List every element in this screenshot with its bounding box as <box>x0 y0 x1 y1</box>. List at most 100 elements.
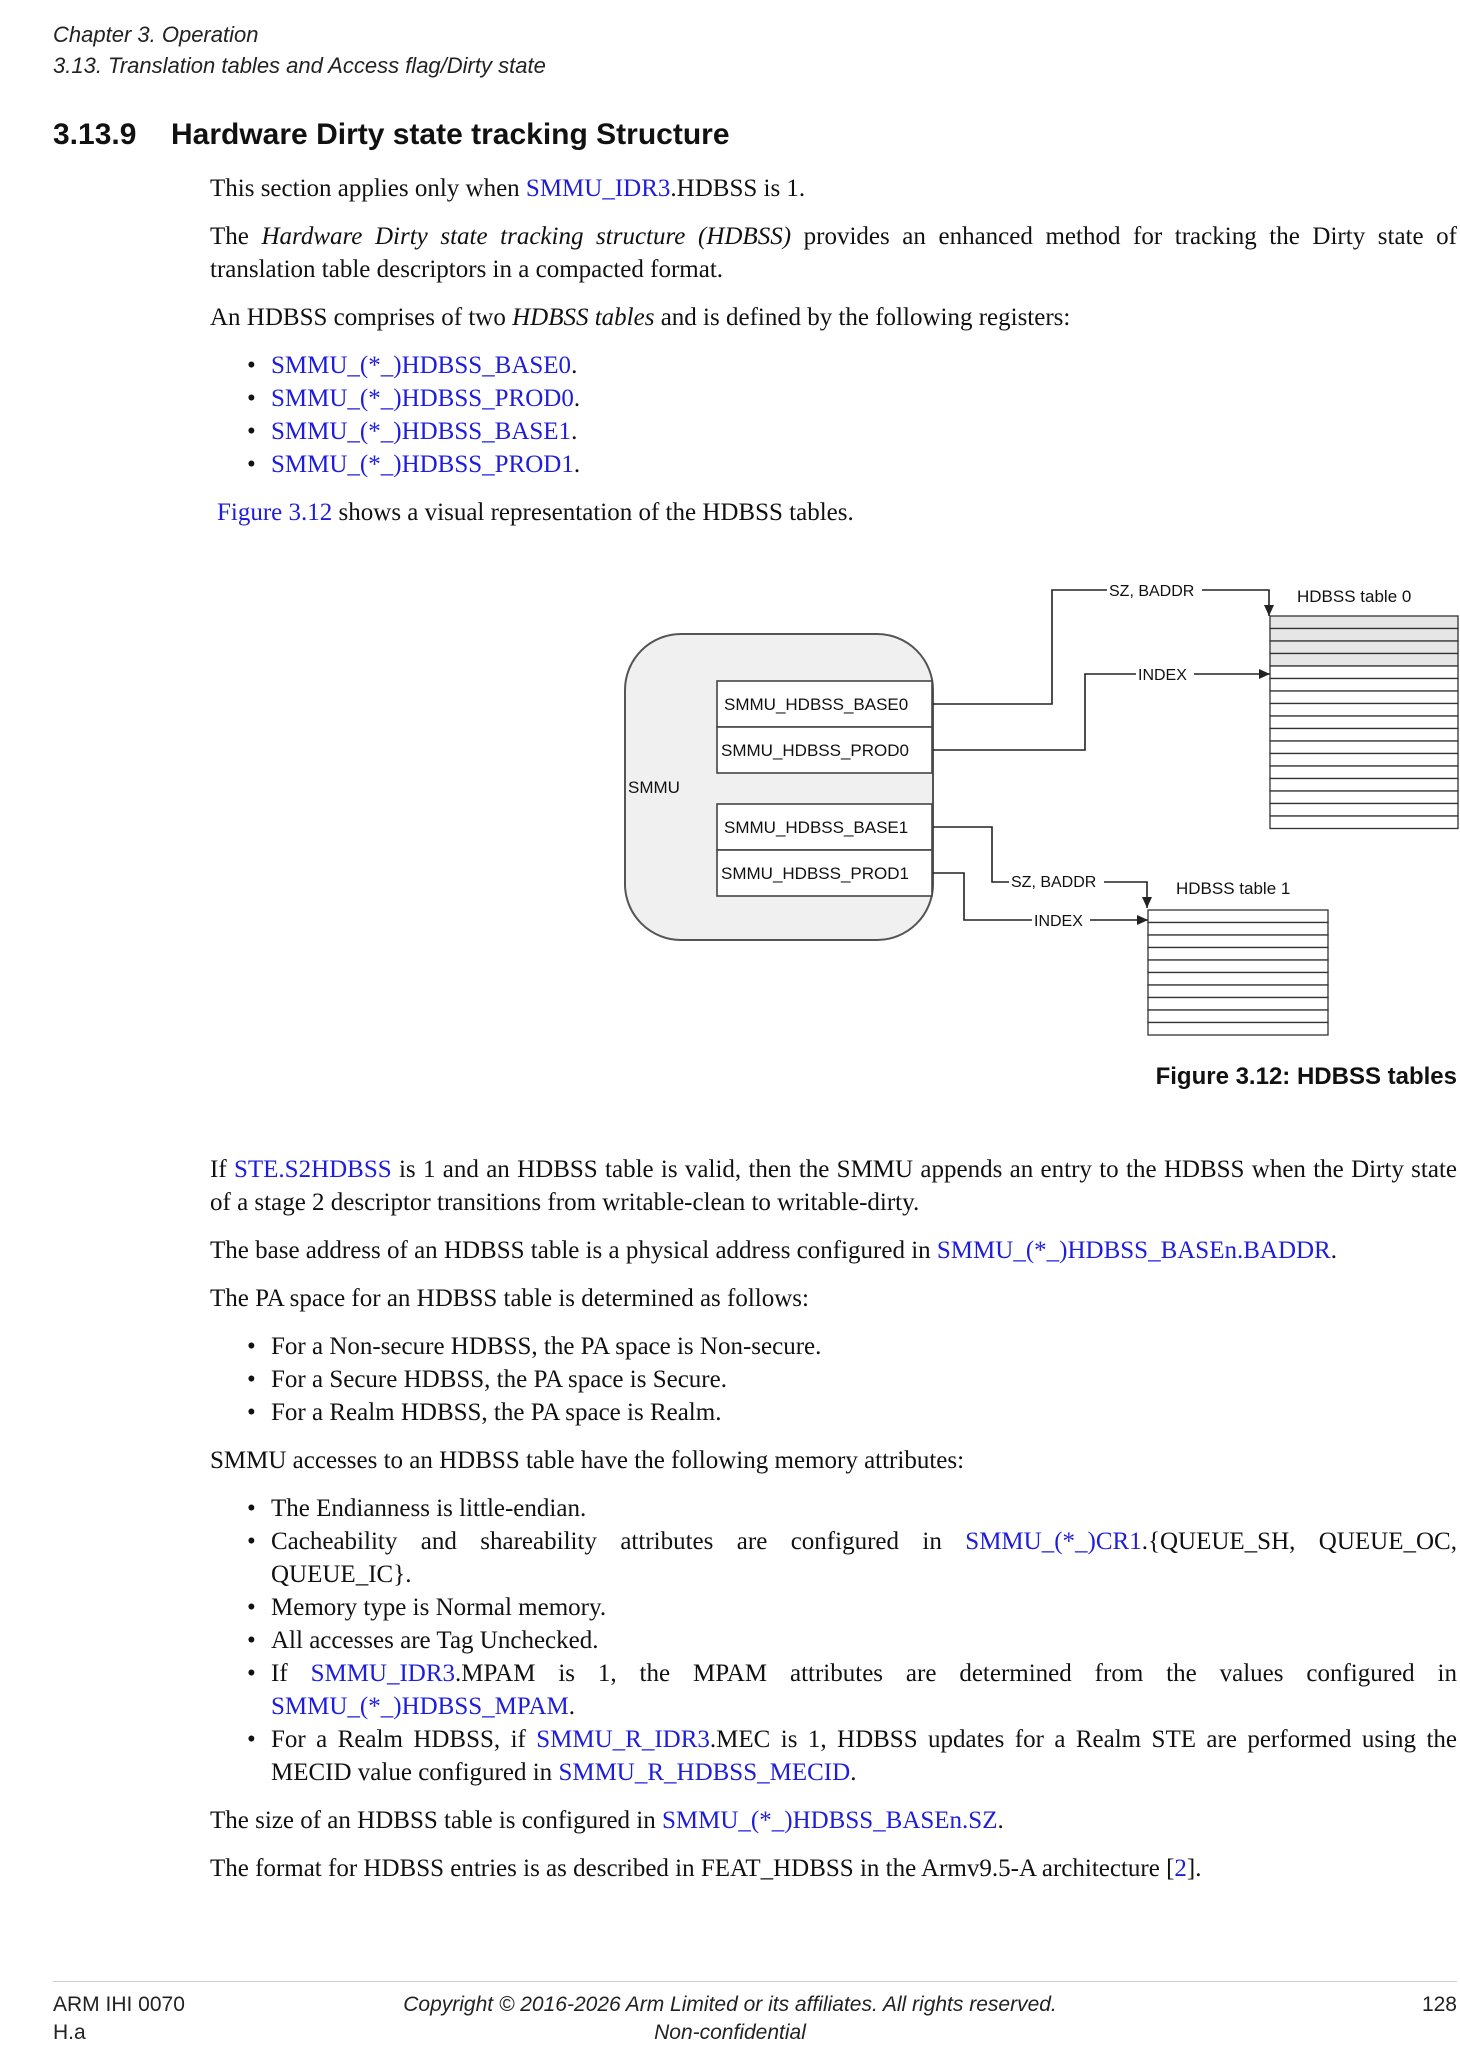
table-row <box>1269 727 1459 742</box>
register-box-base1 <box>716 803 933 851</box>
table-size-paragraph: The size of an HDBSS table is configured… <box>210 1807 1004 1834</box>
table-row <box>1269 740 1459 755</box>
details-block: If STE.S2HDBSS is 1 and an HDBSS table i… <box>210 1153 1457 1885</box>
table-row <box>1269 665 1459 680</box>
table-row <box>1269 677 1459 692</box>
prod0-to-table0-connector <box>933 669 1270 751</box>
smmu-idr3-link[interactable]: SMMU_IDR3 <box>525 175 671 202</box>
footer-rule <box>53 1981 1457 1982</box>
table1-index-label: INDEX <box>1034 913 1083 930</box>
table-row <box>1269 815 1459 830</box>
register-link-base0[interactable]: SMMU_(*_)HDBSS_BASE0 <box>271 352 572 379</box>
section-title: Hardware Dirty state tracking Structure <box>171 118 730 151</box>
memory-attributes-list: The Endianness is little-endian. Cacheab… <box>210 1492 1457 1789</box>
table-row <box>1269 790 1459 805</box>
list-item: For a Realm HDBSS, if SMMU_R_IDR3.MEC is… <box>210 1723 1457 1789</box>
smmu-r-idr3-link[interactable]: SMMU_R_IDR3 <box>536 1726 710 1753</box>
running-header-section: 3.13. Translation tables and Access flag… <box>53 53 546 78</box>
footer-copyright: Copyright © 2016-2026 Arm Limited or its… <box>403 1993 1057 2016</box>
table-row <box>1269 702 1459 717</box>
hdbss-table-1-label: HDBSS table 1 <box>1176 879 1290 898</box>
table-row <box>1269 627 1459 642</box>
smmu-r-hdbss-mecid-link[interactable]: SMMU_R_HDBSS_MECID <box>558 1759 851 1786</box>
ste-s2hdbss-link[interactable]: STE.S2HDBSS <box>233 1156 392 1183</box>
table-row <box>1269 777 1459 792</box>
register-base1-label: SMMU_HDBSS_BASE1 <box>724 818 908 837</box>
table1-sz-baddr-label: SZ, BADDR <box>1011 874 1096 891</box>
section-heading: 3.13.9 Hardware Dirty state tracking Stru… <box>53 118 730 152</box>
footer-page-number: 128 <box>1421 1993 1457 2016</box>
table-row <box>1147 934 1329 949</box>
table-row <box>1147 996 1329 1011</box>
register-box-prod1 <box>716 849 933 897</box>
hdbss-definition-paragraph: The Hardware Dirty state tracking struct… <box>210 223 1458 283</box>
entry-format-paragraph: The format for HDBSS entries is as descr… <box>210 1855 1202 1882</box>
list-item: If SMMU_IDR3.MPAM is 1, the MPAM attribu… <box>210 1657 1457 1723</box>
smmu-cr1-link[interactable]: SMMU_(*_)CR1 <box>965 1528 1142 1555</box>
table-row <box>1147 971 1329 986</box>
figure-reference-paragraph: Figure 3.12 shows a visual representatio… <box>217 499 854 526</box>
reference-2-link[interactable]: 2 <box>1174 1855 1187 1882</box>
table0-index-label: INDEX <box>1138 667 1187 684</box>
table-row <box>1269 690 1459 705</box>
base0-to-table0-connector <box>933 589 1274 705</box>
applies-paragraph: This section applies only when SMMU_IDR3… <box>210 175 806 202</box>
registers-intro-paragraph: An HDBSS comprises of two HDBSS tables a… <box>210 304 1071 331</box>
table-row <box>1147 959 1329 974</box>
section-number: 3.13.9 <box>53 118 137 151</box>
list-item: For a Non-secure HDBSS, the PA space is … <box>210 1330 1457 1363</box>
table-row <box>1269 640 1459 655</box>
footer-confidentiality: Non-confidential <box>654 2021 806 2044</box>
memory-attributes-intro: SMMU accesses to an HDBSS table have the… <box>210 1447 965 1474</box>
list-item: For a Secure HDBSS, the PA space is Secu… <box>210 1363 1457 1396</box>
hdbss-tables-term: HDBSS tables <box>512 304 655 331</box>
base-address-paragraph: The base address of an HDBSS table is a … <box>210 1237 1337 1264</box>
table-row <box>1147 984 1329 999</box>
register-link-base1[interactable]: SMMU_(*_)HDBSS_BASE1 <box>271 418 572 445</box>
register-box-prod0 <box>716 726 933 774</box>
figure-caption: Figure 3.12: HDBSS tables <box>1155 1063 1457 1090</box>
smmu-idr3-mpam-link[interactable]: SMMU_IDR3 <box>310 1660 456 1687</box>
hdbss-basen-sz-link[interactable]: SMMU_(*_)HDBSS_BASEn.SZ <box>662 1807 998 1834</box>
table-row <box>1269 652 1459 667</box>
footer-doc-id: ARM IHI 0070 <box>53 1993 185 2016</box>
register-box-base0 <box>716 680 933 728</box>
table-row <box>1147 909 1329 924</box>
base1-to-table1-connector <box>933 826 1152 908</box>
list-item: SMMU_(*_)HDBSS_BASE0. <box>210 349 1457 382</box>
running-header-chapter: Chapter 3. Operation <box>53 22 259 47</box>
register-prod1-label: SMMU_HDBSS_PROD1 <box>721 864 909 883</box>
pa-space-intro: The PA space for an HDBSS table is deter… <box>210 1285 809 1312</box>
table-row <box>1147 1021 1329 1036</box>
list-item: Cacheability and shareability attributes… <box>210 1525 1457 1591</box>
list-item: All accesses are Tag Unchecked. <box>210 1624 1457 1657</box>
list-item: Memory type is Normal memory. <box>210 1591 1457 1624</box>
footer-version: H.a <box>53 2021 86 2044</box>
table-row <box>1269 715 1459 730</box>
list-item: For a Realm HDBSS, the PA space is Realm… <box>210 1396 1457 1429</box>
list-item: SMMU_(*_)HDBSS_BASE1. <box>210 415 1457 448</box>
table-row <box>1147 1009 1329 1024</box>
pa-space-list: For a Non-secure HDBSS, the PA space is … <box>210 1330 1457 1429</box>
table0-sz-baddr-label: SZ, BADDR <box>1109 583 1194 600</box>
register-base0-label: SMMU_HDBSS_BASE0 <box>724 695 908 714</box>
register-prod0-label: SMMU_HDBSS_PROD0 <box>721 741 909 760</box>
register-link-prod1[interactable]: SMMU_(*_)HDBSS_PROD1 <box>271 451 574 478</box>
register-link-prod0[interactable]: SMMU_(*_)HDBSS_PROD0 <box>271 385 574 412</box>
table-row <box>1269 765 1459 780</box>
hdbss-table-0 <box>1269 615 1459 830</box>
figure-3-12-link[interactable]: Figure 3.12 <box>217 499 333 526</box>
table-row <box>1147 921 1329 936</box>
list-item: The Endianness is little-endian. <box>210 1492 1457 1525</box>
hdbss-basen-baddr-link[interactable]: SMMU_(*_)HDBSS_BASEn.BADDR <box>936 1237 1331 1264</box>
hdbss-term: Hardware Dirty state tracking structure … <box>261 223 792 250</box>
table-row <box>1269 615 1459 630</box>
table-row <box>1147 946 1329 961</box>
append-entry-paragraph: If STE.S2HDBSS is 1 and an HDBSS table i… <box>210 1156 1457 1216</box>
smmu-label: SMMU <box>628 778 680 797</box>
hdbss-table-0-label: HDBSS table 0 <box>1297 587 1411 606</box>
list-item: SMMU_(*_)HDBSS_PROD1. <box>210 448 1457 481</box>
hdbss-mpam-link[interactable]: SMMU_(*_)HDBSS_MPAM <box>271 1693 569 1720</box>
table-row <box>1269 752 1459 767</box>
register-list: SMMU_(*_)HDBSS_BASE0. SMMU_(*_)HDBSS_PRO… <box>210 349 1457 481</box>
